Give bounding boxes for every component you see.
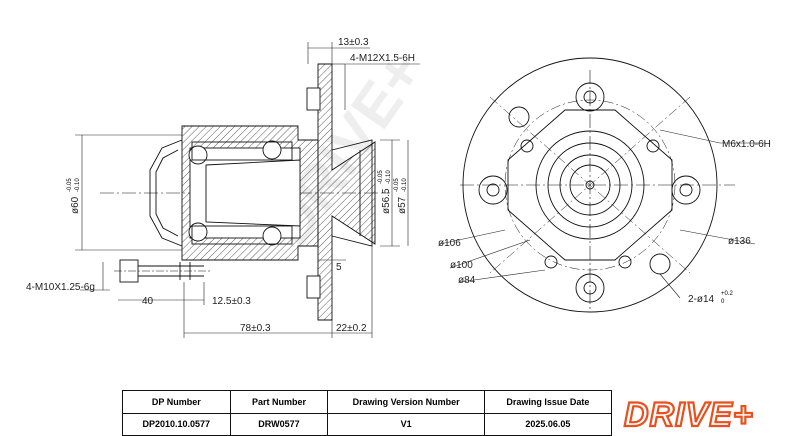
dim-13: 13±0.3 <box>338 37 369 48</box>
header-issue-date: Drawing Issue Date <box>483 390 613 414</box>
dim-60: ø60 <box>70 196 81 214</box>
dim-60-tol-top: -0.05 <box>67 178 73 192</box>
section-view <box>100 63 390 321</box>
dim-56-tol-top: -0.05 <box>378 170 384 184</box>
thread-m10-label: 4-M10X1.25-6g <box>26 282 95 293</box>
dim-12-5: 12.5±0.3 <box>212 296 251 307</box>
dim-56-tol-bot: -0.10 <box>386 170 392 184</box>
dim-60-tol-bot: -0.10 <box>75 178 81 192</box>
dim-57-tol-bot: -0.10 <box>402 178 408 192</box>
side-dimension-lines <box>75 42 420 338</box>
thread-m6-label: M6x1.0-6H <box>722 139 771 150</box>
dim-106: ø106 <box>438 238 461 249</box>
title-block: DP Number Part Number Drawing Version Nu… <box>122 390 800 436</box>
dim-136: ø136 <box>728 236 751 247</box>
dim-57-tol-top: -0.05 <box>394 178 400 192</box>
drive-plus-logo: DRIVE+ <box>623 395 754 434</box>
logo-text: DRIVE+ <box>624 396 754 434</box>
dim-57: ø57 <box>397 196 408 214</box>
value-part-number: DRW0577 <box>229 412 329 436</box>
title-value-row: DP2010.10.0577 DRW0577 V1 2025.06.05 <box>122 412 613 436</box>
value-version: V1 <box>327 412 485 436</box>
holes-2-d14: 2-ø14 <box>688 294 715 305</box>
dim-5: 5 <box>336 262 342 273</box>
dim-22: 22±0.2 <box>336 323 367 334</box>
header-dp-number: DP Number <box>122 390 231 414</box>
front-dimension-lines <box>439 129 765 299</box>
technical-drawing: DRIVE+ <box>26 37 771 338</box>
value-dp-number: DP2010.10.0577 <box>122 412 231 436</box>
side-dimension-text: 13±0.3 4-M12X1.5-6H ø60 -0.05 -0.10 ø56.… <box>26 37 415 334</box>
front-view <box>460 57 735 313</box>
header-version: Drawing Version Number <box>327 390 485 414</box>
dim-78: 78±0.3 <box>240 323 271 334</box>
holes-tol-top: +0.2 <box>721 291 734 297</box>
front-dimension-text: M6x1.0-6H ø106 ø136 ø100 ø84 2-ø14 +0.2 … <box>438 139 771 305</box>
dim-84: ø84 <box>458 275 476 286</box>
holes-tol-bot: 0 <box>721 299 725 305</box>
title-header-row: DP Number Part Number Drawing Version Nu… <box>122 390 613 414</box>
dim-100: ø100 <box>450 260 473 271</box>
dim-40: 40 <box>142 296 154 307</box>
title-table: DP Number Part Number Drawing Version Nu… <box>122 390 613 436</box>
header-part-number: Part Number <box>229 390 329 414</box>
value-issue-date: 2025.06.05 <box>483 412 613 436</box>
thread-m12-label: 4-M12X1.5-6H <box>350 53 415 64</box>
dim-56: ø56.5 <box>381 188 392 214</box>
